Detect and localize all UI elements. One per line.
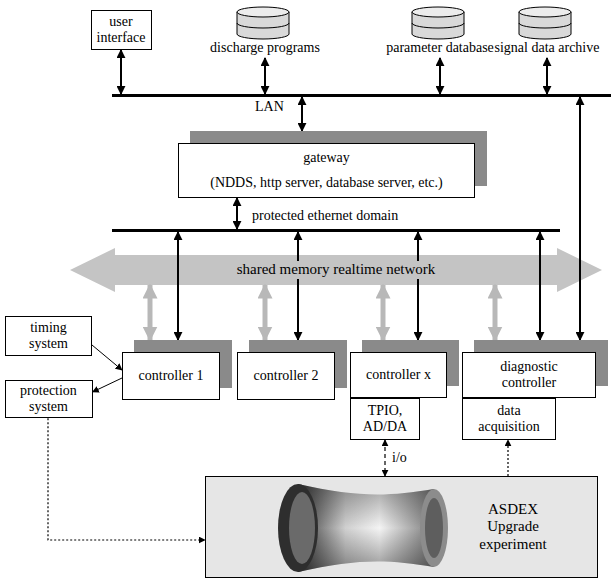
cylinder-icon [235,6,291,40]
node-text: diagnostic controller [489,359,569,391]
ui-box: user interface [91,10,152,50]
plasma-vessel-illustration [206,477,599,579]
node-text: ASDEX Upgrade experiment [468,501,558,553]
ethernet-bus: protected ethernet domain [112,229,560,232]
database-cylinder: signal data archive [487,6,607,58]
controller-box: controller x [350,352,447,398]
connector [120,50,122,94]
connector [177,232,179,340]
connector [417,232,419,340]
node-text: controller 1 [139,368,204,384]
connector [439,58,441,94]
node-text: protection system [11,383,87,415]
node-text: (NDDS, http server, database server, etc… [210,175,443,191]
node-text: data acquisition [469,403,549,435]
node-text: controller 2 [254,368,319,384]
cylinder-icon [517,6,573,40]
connector [384,440,385,476]
node-text: gateway [303,150,350,166]
node-text: discharge programs [196,40,334,56]
node-text: signal data archive [487,40,607,56]
node-text: TPIO, AD/DA [359,403,411,435]
edge-label: i/o [391,450,408,465]
gateway-box: gateway (NDDS, http server, database serv… [178,143,475,198]
controller-box: controller 2 [237,352,335,400]
protection-box: protection system [5,380,93,418]
connector [507,440,508,476]
connector [301,97,303,131]
acquisition-box: data acquisition [462,398,556,440]
node-text: controller x [366,367,431,383]
cylinder-icon [410,6,466,40]
connector [148,285,153,340]
connector [48,418,205,540]
controller-box: controller 1 [122,352,220,400]
connector [493,285,498,340]
connector [539,232,541,340]
experiment-box: ASDEX Upgrade experiment [205,476,598,578]
node-text: timing system [19,320,79,352]
connector [546,58,548,94]
connector [264,58,266,94]
timing-box: timing system [5,316,92,356]
node-text: parameter database [371,40,509,56]
node-text: protected ethernet domain [252,208,398,224]
connector [93,378,123,392]
lan-bus: LAN [112,94,611,97]
connector [381,285,386,340]
connector [579,97,581,340]
connector [92,345,122,370]
node-text: shared memory realtime network [234,261,439,278]
connector [297,232,299,340]
connector [263,285,268,340]
controller-box: diagnostic controller [462,352,596,398]
database-cylinder: discharge programs [196,6,334,58]
node-text: user interface [96,14,147,46]
node-text: LAN [255,99,284,115]
io-board-box: TPIO, AD/DA [350,398,420,440]
database-cylinder: parameter database [371,6,509,58]
connector [236,198,238,229]
